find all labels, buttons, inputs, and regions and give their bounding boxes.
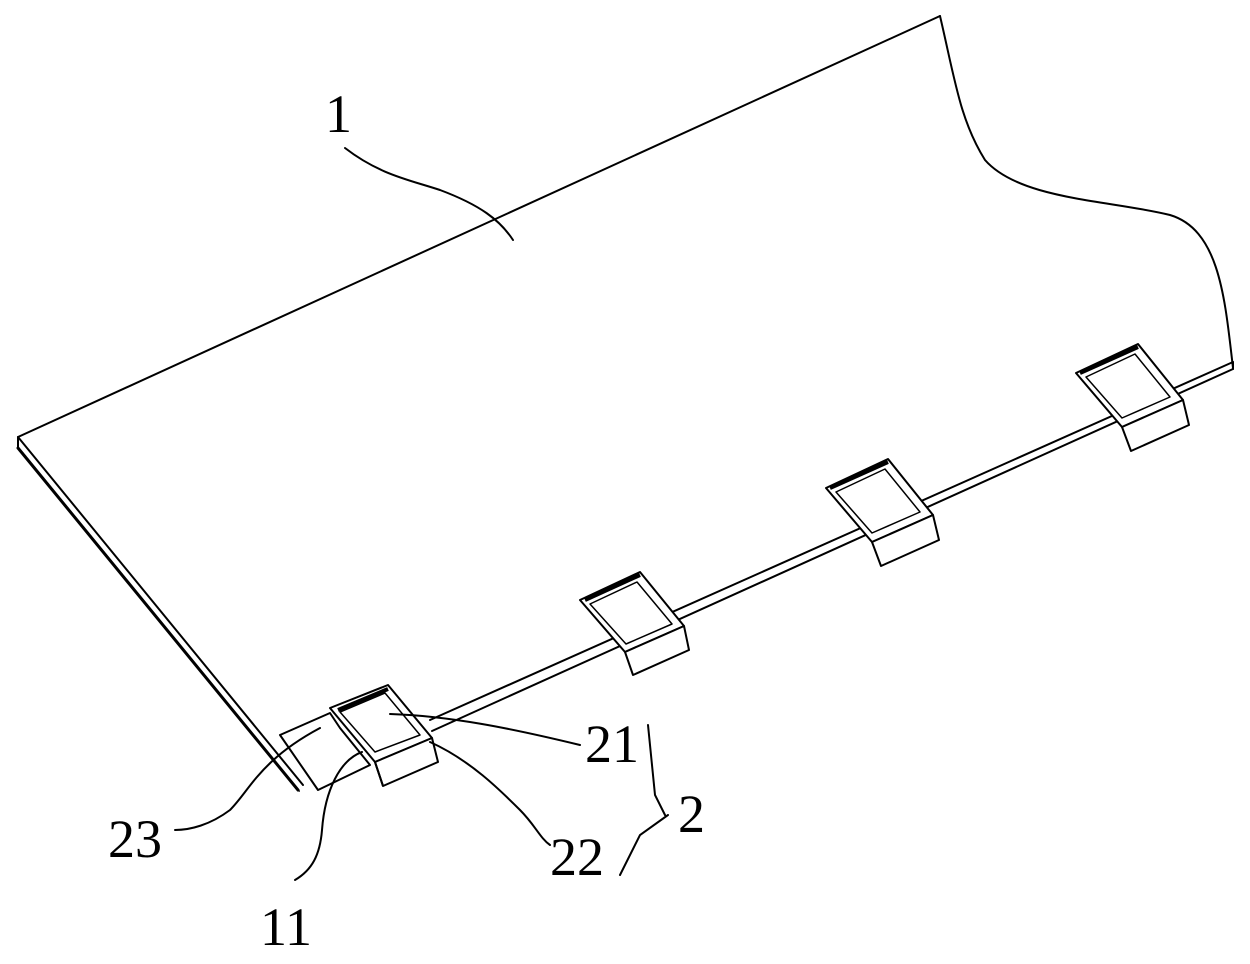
clip-3: [825, 458, 940, 567]
panel-left-edge-front: [17, 436, 304, 786]
panel-bottom-edge-bottom: [431, 368, 1234, 732]
leader-11: [294, 751, 363, 881]
label-clip-base: 23: [108, 809, 162, 869]
label-notch: 11: [260, 897, 312, 957]
leader-23: [174, 727, 321, 831]
clip-3-recess-shadow: [829, 460, 889, 490]
label-panel: 1: [325, 84, 352, 144]
clip-1-front-edge: [374, 761, 384, 787]
clip-4-recess: [1085, 353, 1171, 419]
panel-left-edge-hatch: [21, 451, 301, 793]
clip-4-recess-shadow: [1079, 345, 1139, 375]
label-clip-top: 21: [585, 714, 639, 774]
leader-22: [429, 741, 551, 846]
clip-2-front-face: [624, 625, 690, 676]
clip-1-recess: [339, 692, 421, 753]
leader-1: [344, 147, 514, 241]
leader-lines: [174, 147, 669, 881]
label-clip-assembly: 2: [678, 784, 705, 844]
clip-1-base-plate: [279, 712, 371, 791]
clip-2-recess-shadow: [584, 573, 641, 602]
clip-2-recess: [589, 581, 673, 645]
clip-1: [279, 684, 439, 791]
leader-2-lower: [619, 814, 669, 876]
clip-1-recess-shadow: [337, 687, 389, 712]
panel: [16, 15, 1234, 793]
clip-2: [579, 571, 690, 676]
clip-4-front-face: [1121, 399, 1190, 452]
panel-break-edge: [939, 15, 1234, 369]
clip-3-recess: [835, 468, 921, 534]
panel-bottom-edge-top: [429, 361, 1234, 721]
clip-4: [1075, 343, 1190, 452]
clip-3-front-face: [871, 514, 940, 567]
leader-2-upper: [647, 724, 666, 816]
leader-21: [389, 713, 581, 746]
label-clip-front: 22: [550, 827, 604, 887]
panel-top-edge: [17, 15, 941, 438]
